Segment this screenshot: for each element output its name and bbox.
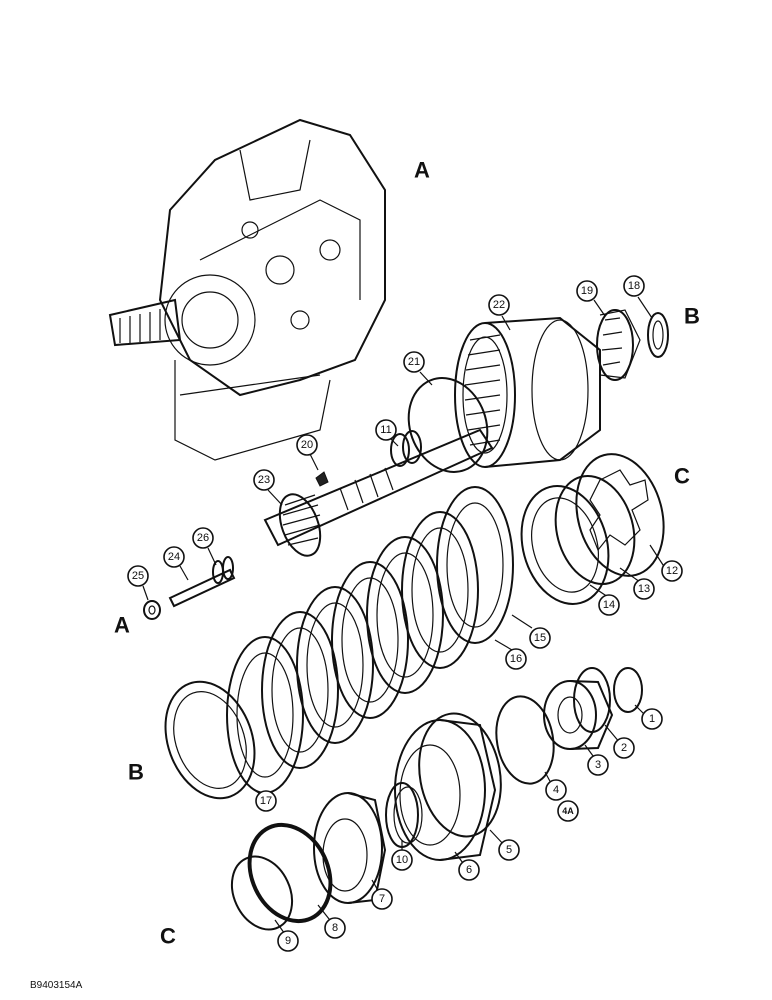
- callout-4: 4: [545, 779, 567, 801]
- section-letter-b-top: B: [684, 304, 700, 329]
- callout-26: 26: [192, 527, 214, 549]
- svg-text:4A: 4A: [562, 806, 574, 816]
- pin-24: [168, 568, 236, 608]
- callout-14: 14: [598, 594, 620, 616]
- seal-10: [385, 782, 423, 848]
- svg-text:16: 16: [510, 653, 522, 665]
- callout-11: 11: [375, 419, 397, 441]
- svg-text:1: 1: [649, 713, 655, 725]
- callout-8: 8: [324, 917, 346, 939]
- callout-2: 2: [613, 737, 635, 759]
- seal-ring-8: [247, 822, 333, 924]
- transmission-housing: [108, 118, 386, 461]
- ring-17: [164, 680, 256, 800]
- callout-23: 23: [253, 469, 275, 491]
- svg-text:10: 10: [396, 854, 408, 866]
- housing-7: [313, 792, 387, 904]
- callout-4a: 4A: [557, 800, 579, 822]
- svg-text:6: 6: [466, 864, 472, 876]
- section-letter-b-left: B: [128, 760, 144, 785]
- callout-16: 16: [505, 648, 527, 670]
- callout-19: 19: [576, 280, 598, 302]
- reference-code: B9403154A: [30, 980, 83, 991]
- snap-ring-21: [407, 377, 489, 473]
- callout-22: 22: [488, 294, 510, 316]
- section-letter-a-top: A: [414, 158, 430, 183]
- snap-ring-5: [418, 712, 502, 838]
- gear-19: [596, 309, 641, 381]
- callout-13: 13: [633, 578, 655, 600]
- svg-text:22: 22: [493, 299, 505, 311]
- snap-ring-9: [230, 855, 294, 931]
- snap-ring-4: [495, 695, 555, 785]
- svg-text:26: 26: [197, 532, 209, 544]
- callout-18: 18: [623, 275, 645, 297]
- plate-12: [575, 453, 665, 577]
- callout-15: 15: [529, 627, 551, 649]
- seal-rings-11: [390, 430, 422, 467]
- svg-text:9: 9: [285, 935, 291, 947]
- ring-18: [647, 312, 669, 358]
- svg-text:11: 11: [380, 424, 391, 436]
- section-letter-c-bottom: C: [160, 924, 176, 949]
- callout-25: 25: [127, 565, 149, 587]
- callout-5: 5: [498, 839, 520, 861]
- input-shaft-23: [263, 428, 494, 557]
- svg-text:13: 13: [638, 583, 650, 595]
- piston-housing-6: [394, 719, 497, 861]
- washers-26: [212, 556, 234, 584]
- svg-text:24: 24: [168, 551, 180, 563]
- svg-text:12: 12: [666, 565, 678, 577]
- callout-10: 10: [391, 849, 413, 871]
- section-letter-a-left: A: [114, 613, 130, 638]
- svg-text:21: 21: [408, 356, 420, 368]
- callout-21: 21: [403, 351, 425, 373]
- callout-9: 9: [277, 930, 299, 952]
- svg-text:7: 7: [379, 893, 385, 905]
- plate-14: [520, 485, 610, 605]
- svg-text:19: 19: [581, 285, 593, 297]
- svg-text:17: 17: [260, 795, 272, 807]
- ring-2: [573, 667, 611, 733]
- callout-3: 3: [587, 754, 609, 776]
- svg-text:14: 14: [603, 599, 615, 611]
- svg-text:25: 25: [132, 570, 144, 582]
- drum-assembly-22: [454, 316, 601, 468]
- callout-20: 20: [296, 434, 318, 456]
- svg-text:23: 23: [258, 474, 270, 486]
- nut-25: [143, 600, 161, 620]
- callout-1: 1: [641, 708, 663, 730]
- snap-ring-1: [613, 667, 643, 713]
- svg-text:15: 15: [534, 632, 546, 644]
- bearing-3: [543, 680, 614, 750]
- svg-text:2: 2: [621, 742, 627, 754]
- svg-text:4: 4: [553, 784, 559, 796]
- svg-text:18: 18: [628, 280, 640, 292]
- svg-text:20: 20: [301, 439, 313, 451]
- callout-12: 12: [661, 560, 683, 582]
- callout-6: 6: [458, 859, 480, 881]
- callout-7: 7: [371, 888, 393, 910]
- svg-text:8: 8: [332, 922, 338, 934]
- svg-text:5: 5: [506, 844, 512, 856]
- callout-17: 17: [255, 790, 277, 812]
- section-letter-c-top: C: [674, 464, 690, 489]
- clutch-pack-15-16: [226, 486, 514, 794]
- svg-text:3: 3: [595, 759, 601, 771]
- callout-24: 24: [163, 546, 185, 568]
